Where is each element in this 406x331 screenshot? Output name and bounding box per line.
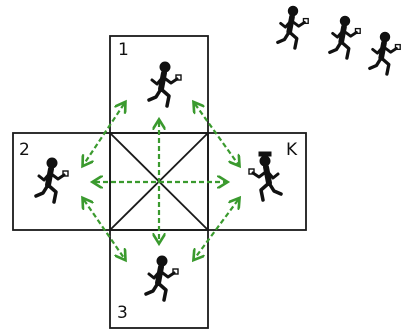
arrow-top-right (195, 104, 238, 164)
zone-label-top: 1 (118, 40, 129, 60)
zone-label-left: 2 (19, 140, 30, 160)
player-bottom-icon (146, 256, 178, 300)
king-player-icon (249, 151, 281, 200)
zone-label-right: K (286, 140, 298, 160)
waiting-player-2-icon (330, 16, 360, 58)
waiting-player-1-icon (278, 6, 308, 48)
pass-arrows (84, 104, 238, 258)
zone-label-bottom: 3 (117, 303, 128, 323)
arrow-bottom-right (195, 200, 238, 258)
waiting-player-3-icon (370, 32, 400, 74)
arrow-bottom-left (84, 200, 124, 258)
arrow-top-left (84, 104, 124, 164)
player-top-icon (149, 62, 181, 106)
player-left-icon (36, 158, 68, 202)
